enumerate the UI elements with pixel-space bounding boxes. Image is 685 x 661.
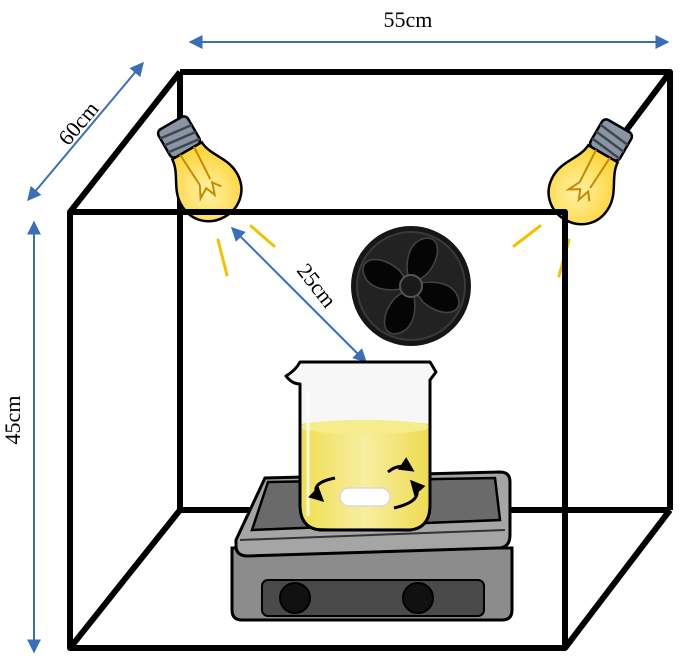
light-bulb-icon <box>547 118 634 226</box>
width-label: 55cm <box>384 7 433 32</box>
left-knob <box>279 582 311 614</box>
distance-arrow <box>231 227 367 363</box>
dimension-arrows <box>27 35 670 654</box>
distance-label: 25cm <box>292 258 342 312</box>
light-bulb-icon <box>156 115 243 223</box>
depth-label: 60cm <box>53 96 104 150</box>
fan-icon <box>351 226 471 346</box>
right-knob <box>402 582 434 614</box>
left-light-rays <box>216 224 276 277</box>
beaker-icon <box>284 360 438 532</box>
right-light-rays <box>512 224 571 278</box>
depth-arrow <box>27 61 144 202</box>
chamber-front-face <box>67 209 568 651</box>
height-label: 45cm <box>0 396 25 445</box>
rotation-arrows-icon <box>308 457 426 510</box>
stir-bar-icon <box>339 487 391 507</box>
